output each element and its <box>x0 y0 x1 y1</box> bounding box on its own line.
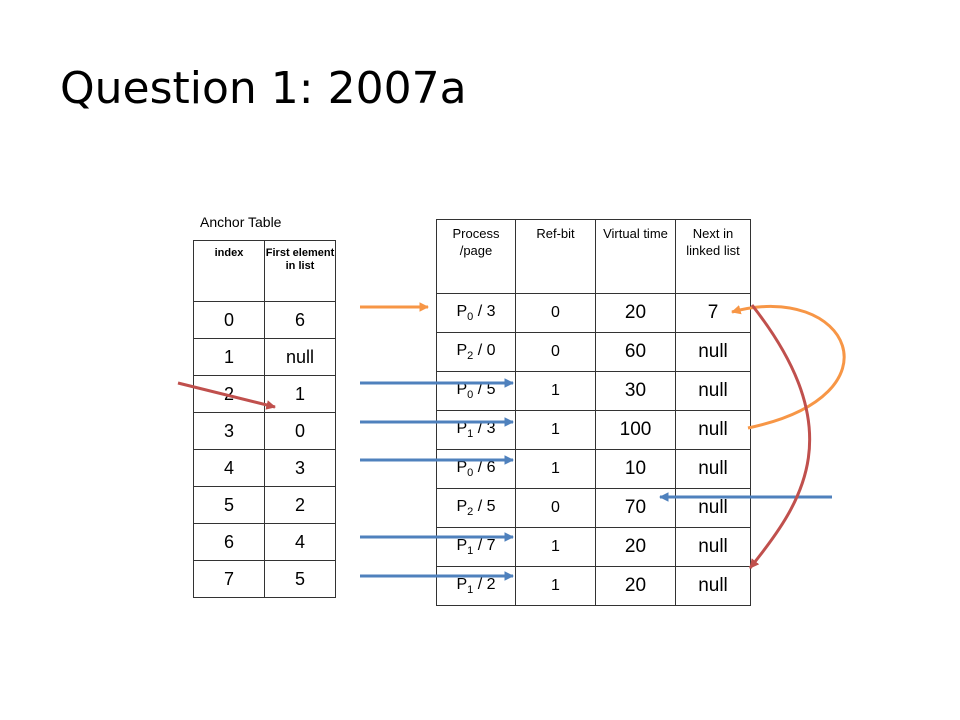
table-row: P1 / 3 1 100 null <box>436 410 751 450</box>
anchor-index-cell: 7 <box>193 560 265 598</box>
frame-table: Process /page Ref-bit Virtual time Next … <box>436 219 751 606</box>
anchor-first-element-cell: 3 <box>264 449 336 487</box>
table-row: P0 / 3 0 20 7 <box>436 293 751 333</box>
frame-header-ref-bit: Ref-bit <box>515 219 596 294</box>
anchor-index-cell: 5 <box>193 486 265 524</box>
frame-next-cell: null <box>675 449 751 489</box>
table-row: P0 / 5 1 30 null <box>436 371 751 411</box>
frame-virtual-time-cell: 70 <box>595 488 676 528</box>
frame-process-cell: P0 / 6 <box>436 449 516 489</box>
anchor-table-caption: Anchor Table <box>200 214 282 230</box>
table-row: P2 / 0 0 60 null <box>436 332 751 372</box>
anchor-index-cell: 4 <box>193 449 265 487</box>
frame-ref-bit-cell: 1 <box>515 371 596 411</box>
frame-process-cell: P1 / 2 <box>436 566 516 606</box>
frame-ref-bit-cell: 0 <box>515 293 596 333</box>
anchor-index-cell: 0 <box>193 301 265 339</box>
anchor-first-element-cell: 5 <box>264 560 336 598</box>
anchor-header-index: index <box>193 240 265 302</box>
red-curved-arrow <box>748 304 812 569</box>
anchor-first-element-cell: 6 <box>264 301 336 339</box>
frame-next-cell: null <box>675 566 751 606</box>
frame-table-header-row: Process /page Ref-bit Virtual time Next … <box>436 219 751 294</box>
frame-ref-bit-cell: 0 <box>515 488 596 528</box>
frame-process-cell: P2 / 0 <box>436 332 516 372</box>
frame-header-process-page: Process /page <box>436 219 516 294</box>
frame-process-cell: P0 / 5 <box>436 371 516 411</box>
frame-virtual-time-cell: 100 <box>595 410 676 450</box>
frame-next-cell: null <box>675 410 751 450</box>
anchor-table-header-row: index First element in list <box>193 240 336 302</box>
table-row: P1 / 7 1 20 null <box>436 527 751 567</box>
anchor-index-cell: 1 <box>193 338 265 376</box>
anchor-index-cell: 2 <box>193 375 265 413</box>
frame-ref-bit-cell: 1 <box>515 410 596 450</box>
anchor-header-first-element: First element in list <box>264 240 336 302</box>
frame-virtual-time-cell: 60 <box>595 332 676 372</box>
frame-ref-bit-cell: 1 <box>515 449 596 489</box>
frame-next-cell: null <box>675 488 751 528</box>
frame-process-cell: P1 / 3 <box>436 410 516 450</box>
frame-header-virtual-time: Virtual time <box>595 219 676 294</box>
frame-process-cell: P2 / 5 <box>436 488 516 528</box>
anchor-index-cell: 6 <box>193 523 265 561</box>
slide-title: Question 1: 2007a <box>60 63 467 114</box>
frame-ref-bit-cell: 1 <box>515 527 596 567</box>
frame-virtual-time-cell: 20 <box>595 566 676 606</box>
frame-process-cell: P0 / 3 <box>436 293 516 333</box>
table-row: P2 / 5 0 70 null <box>436 488 751 528</box>
table-row: P0 / 6 1 10 null <box>436 449 751 489</box>
frame-virtual-time-cell: 30 <box>595 371 676 411</box>
frame-virtual-time-cell: 10 <box>595 449 676 489</box>
anchor-first-element-cell: 0 <box>264 412 336 450</box>
frame-header-next: Next in linked list <box>675 219 751 294</box>
frame-process-cell: P1 / 7 <box>436 527 516 567</box>
anchor-first-element-cell: null <box>264 338 336 376</box>
frame-next-cell: null <box>675 371 751 411</box>
frame-ref-bit-cell: 1 <box>515 566 596 606</box>
table-row: P1 / 2 1 20 null <box>436 566 751 606</box>
anchor-first-element-cell: 2 <box>264 486 336 524</box>
frame-next-cell: 7 <box>675 293 751 333</box>
frame-virtual-time-cell: 20 <box>595 293 676 333</box>
anchor-first-element-cell: 1 <box>264 375 336 413</box>
frame-virtual-time-cell: 20 <box>595 527 676 567</box>
frame-next-cell: null <box>675 332 751 372</box>
frame-ref-bit-cell: 0 <box>515 332 596 372</box>
anchor-index-cell: 3 <box>193 412 265 450</box>
anchor-first-element-cell: 4 <box>264 523 336 561</box>
frame-next-cell: null <box>675 527 751 567</box>
